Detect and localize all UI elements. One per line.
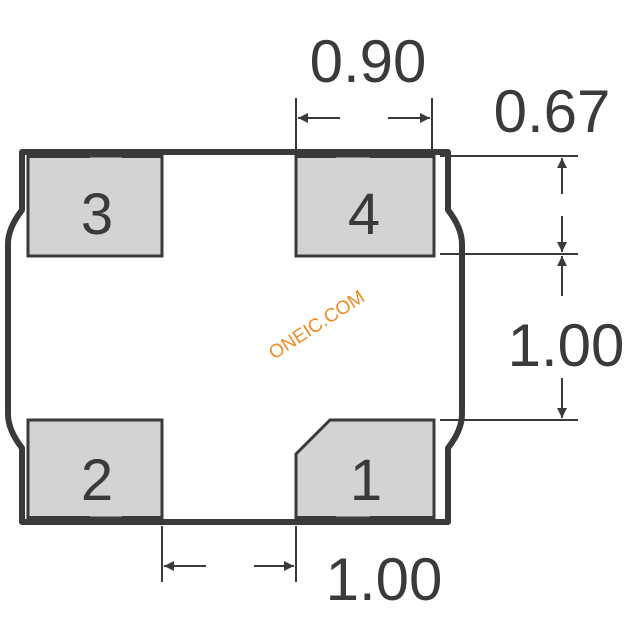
- pad-4: 4: [294, 150, 436, 258]
- dimension-label-pad-height: 0.67: [494, 78, 611, 145]
- dimension-horizontal-gap: 1.00: [161, 526, 443, 613]
- pad-1-label: 1: [350, 448, 382, 513]
- dimension-label-horizontal-gap: 1.00: [326, 546, 443, 613]
- pad-3-label: 3: [81, 182, 113, 247]
- pad-4-label: 4: [348, 182, 380, 247]
- pad-2-label: 2: [81, 448, 113, 513]
- dimension-pad-width: 0.90: [295, 28, 433, 150]
- dimension-pad-height: 0.67: [494, 78, 611, 252]
- watermark-text: ONEIC.COM: [265, 287, 369, 364]
- pad-3: 3: [26, 150, 164, 258]
- dimension-label-vertical-gap: 1.00: [508, 312, 625, 379]
- pad-1: 1: [294, 418, 436, 524]
- pad-2: 2: [26, 418, 164, 524]
- package-body-outline: [5, 149, 465, 525]
- dimension-vertical-gap: 1.00: [508, 256, 625, 418]
- dimension-label-pad-width: 0.90: [310, 28, 427, 95]
